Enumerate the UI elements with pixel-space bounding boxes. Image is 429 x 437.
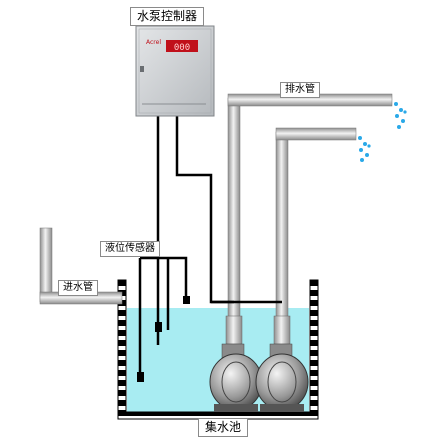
water-drops: [358, 102, 407, 162]
outlet-pipe-label: 排水管: [280, 82, 320, 98]
outlet-pipe-1: [227, 93, 393, 357]
pump-right: [255, 315, 309, 412]
control-cables: [138, 116, 282, 380]
controller-display: [166, 40, 198, 52]
controller-label: 水泵控制器: [130, 7, 205, 26]
level-sensor-probes: [137, 296, 190, 382]
inlet-pipe-label: 进水管: [58, 280, 98, 296]
pump-left: [209, 315, 263, 412]
controller-brand: Acrel: [146, 39, 161, 46]
level-sensor-label: 液位传感器: [100, 241, 160, 257]
sump-label: 集水池: [198, 418, 249, 437]
controller-display-digits: 000: [174, 43, 190, 53]
controller-box: 000 Acrel: [135, 25, 215, 117]
